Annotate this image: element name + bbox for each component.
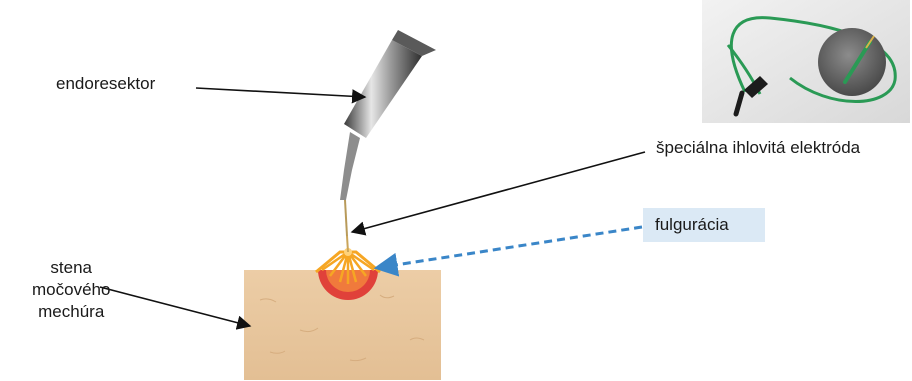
arrow-endoresektor xyxy=(196,88,365,97)
label-bladder-wall-line2: močového xyxy=(32,279,110,301)
arrow-stena xyxy=(100,287,250,326)
endoresector-instrument xyxy=(340,30,436,252)
arrow-fulguracia xyxy=(376,227,642,268)
label-fulguration-callout: fulgurácia xyxy=(643,208,765,242)
label-bladder-wall-line1: stena xyxy=(32,257,110,279)
arrow-elektroda xyxy=(352,152,645,232)
label-electrode: špeciálna ihlovitá elektróda xyxy=(656,137,860,159)
electrode-photo xyxy=(702,0,910,123)
label-endoresektor: endoresektor xyxy=(56,73,155,95)
label-bladder-wall-line3: mechúra xyxy=(32,301,110,323)
label-bladder-wall: stena močového mechúra xyxy=(32,257,110,323)
